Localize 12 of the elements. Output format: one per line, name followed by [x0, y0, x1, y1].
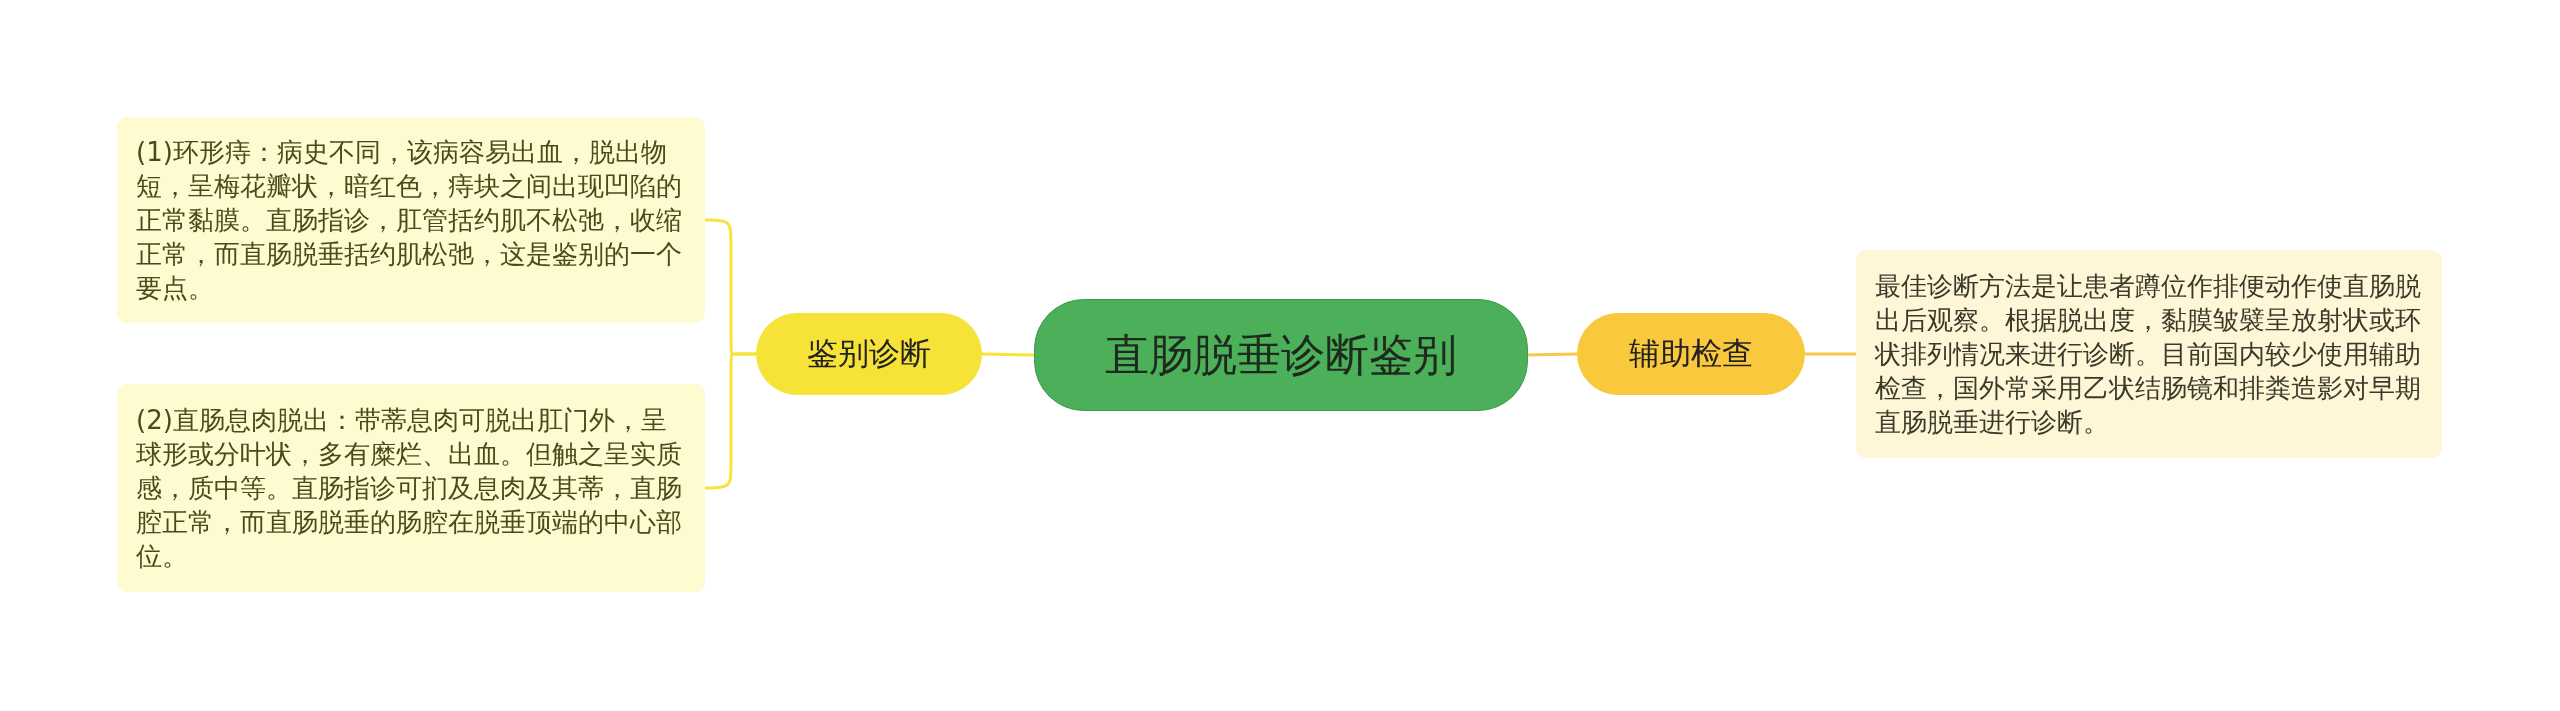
- topic-text: 辅助检查: [1629, 334, 1753, 373]
- topic-text: (2)直肠息肉脱出：带蒂息肉可脱出肛门外，呈球形或分叶状，多有糜烂、出血。但触之呈实质感，质中等。直肠指诊可扪及息肉及其蒂，直肠腔正常，而直肠脱垂的肠腔在脱垂顶端的中心部位。: [136, 404, 683, 573]
- note-card: [1856, 250, 2442, 458]
- topic-text: (1)环形痔：病史不同，该病容易出血，脱出物短，呈梅花瓣状，暗红色，痔块之间出现凹陷的正常黏膜。直肠指诊，肛管括约肌不松弛，收缩正常，而直肠脱垂括约肌松弛，这是鉴别的一个要点。: [136, 136, 683, 305]
- topic-text: 直肠脱垂诊断鉴别: [1105, 327, 1457, 382]
- connector-line: [981, 352, 1035, 357]
- note-card: [117, 384, 705, 592]
- note-card: [117, 117, 705, 323]
- topic-text: 最佳诊断方法是让患者蹲位作排便动作使直肠脱出后观察。根据脱出度，黏膜皱襞呈放射状或环状排列情况来进行诊断。目前国内较少使用辅助检查，国外常采用乙状结肠镜和排粪造影对早期直肠脱垂进行诊断。: [1875, 270, 2422, 439]
- connector-line: [1527, 352, 1578, 357]
- topic-text: 鉴别诊断: [807, 334, 931, 373]
- connector-line: [1805, 352, 1856, 356]
